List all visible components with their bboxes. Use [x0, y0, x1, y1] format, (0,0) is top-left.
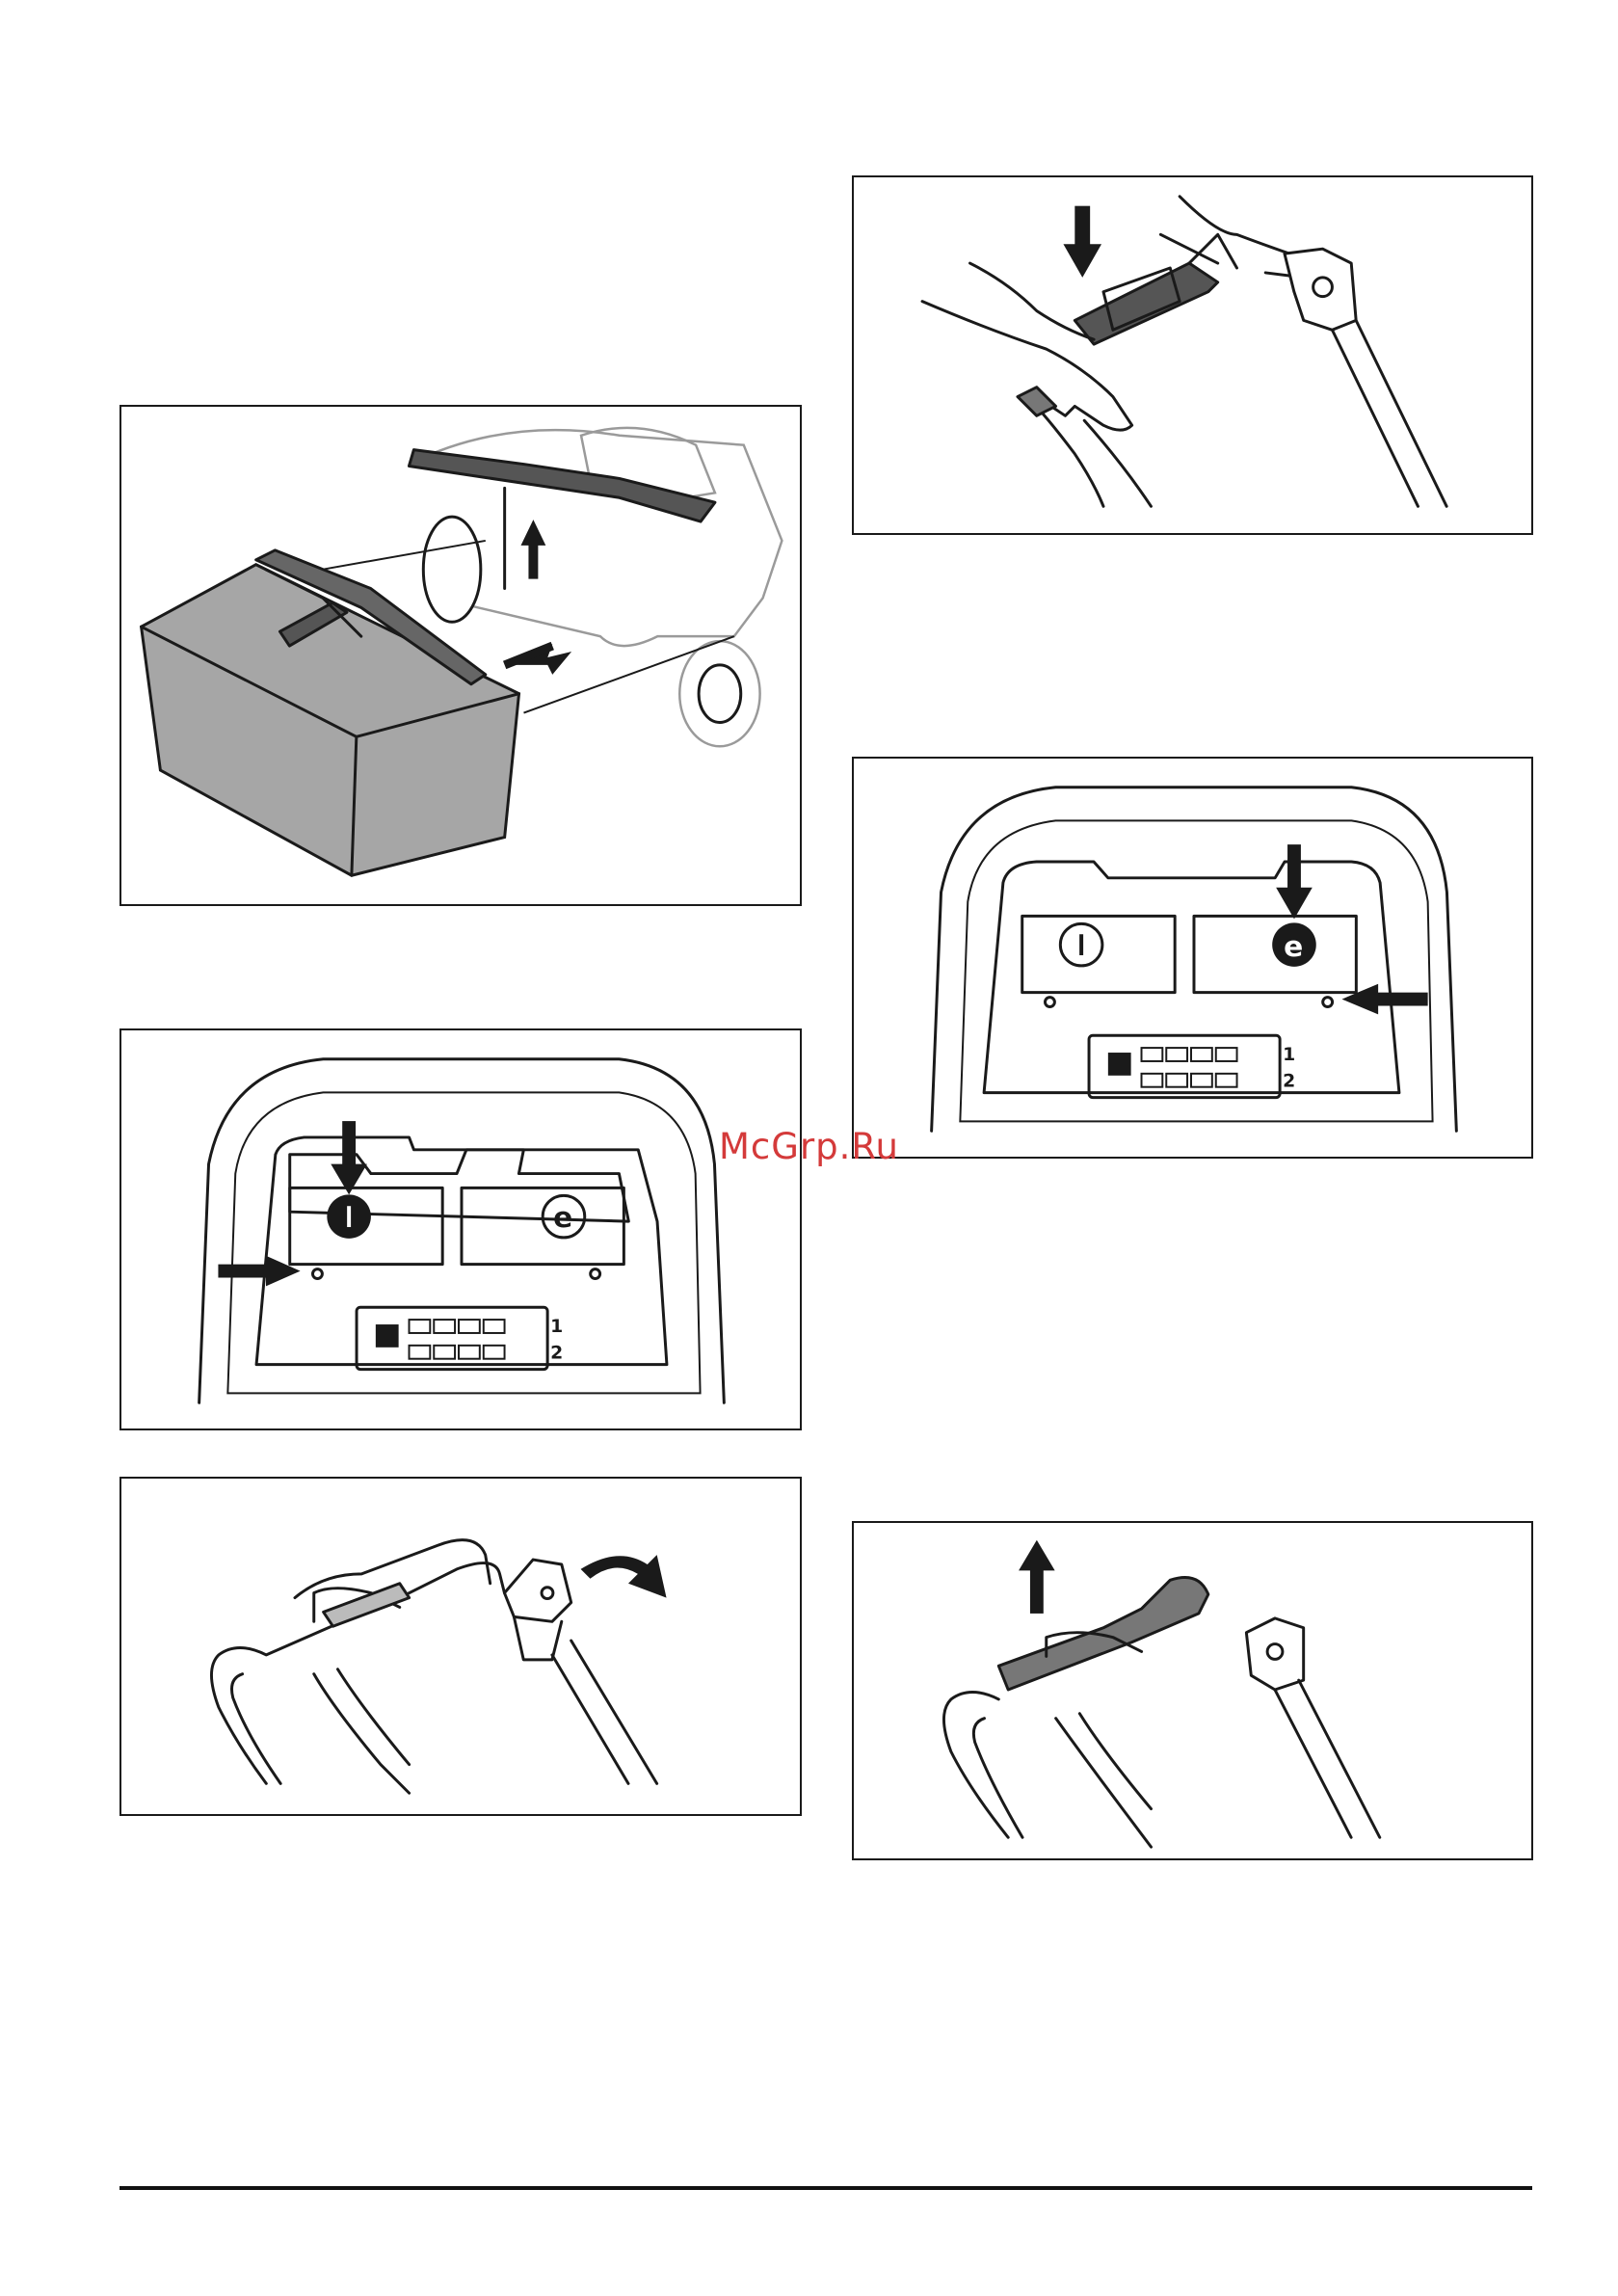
- control-panel-eco-illustration: e 1 2: [854, 759, 1531, 1157]
- hands-press-handle-illustration: [854, 177, 1531, 533]
- battery-label-1: 1: [550, 1317, 563, 1337]
- battery-label-2: 2: [1283, 1072, 1295, 1092]
- svg-text:e: e: [1284, 930, 1303, 964]
- handle-lever-rotate-illustration: [121, 1479, 800, 1814]
- grass-bag-attach-illustration: [121, 407, 800, 904]
- handle-lift-illustration: [854, 1523, 1531, 1858]
- figure-handle-lever: [119, 1477, 802, 1816]
- figure-panel-eco: e 1 2: [852, 757, 1533, 1159]
- battery-label-2: 2: [550, 1344, 563, 1364]
- figure-hands-handle: [852, 175, 1533, 535]
- figure-panel-power: e 1 2: [119, 1028, 802, 1430]
- watermark: McGrp.Ru: [719, 1126, 899, 1167]
- control-panel-power-illustration: e 1 2: [121, 1030, 800, 1428]
- figure-grass-bag: [119, 405, 802, 906]
- battery-label-1: 1: [1283, 1045, 1295, 1065]
- svg-text:e: e: [553, 1201, 572, 1235]
- footer-rule: [119, 2186, 1532, 2190]
- figure-handle-lift: [852, 1521, 1533, 1860]
